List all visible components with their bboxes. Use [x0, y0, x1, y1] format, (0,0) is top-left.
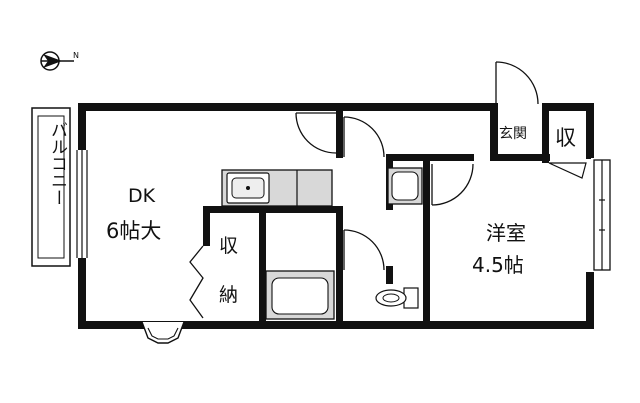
kitchen-sink-icon [226, 172, 270, 204]
dk-name-label: DK [128, 185, 156, 207]
balcony-window [76, 150, 88, 258]
balcony-label: バルコニー [47, 121, 67, 206]
dk-storage-label-1: 収 [219, 235, 238, 257]
north-arrow-icon: N [40, 51, 79, 71]
western-room-name-label: 洋室 [486, 221, 526, 245]
entrance-label: 玄関 [499, 125, 527, 142]
kitchen-counter [221, 169, 333, 207]
north-label: N [73, 51, 79, 60]
balcony: バルコニー [31, 107, 71, 267]
dk-size-label: 6帖大 [106, 219, 161, 243]
toilet-icon [375, 287, 419, 309]
entrance-closet-door [548, 162, 587, 179]
washbasin-icon [387, 167, 423, 205]
entrance-door [495, 61, 539, 105]
dk-door [295, 112, 337, 154]
bathtub-icon [265, 270, 335, 320]
western-room-door [431, 163, 474, 206]
bay-window-icon [141, 321, 185, 344]
western-room-size-label: 4.5帖 [472, 253, 524, 277]
entrance-storage-label: 収 [555, 126, 576, 150]
dk-closet-door [189, 245, 204, 319]
bathroom-door [343, 229, 385, 271]
dk-storage-label-2: 納 [219, 284, 238, 306]
western-room-window [591, 158, 611, 272]
washroom-door [343, 116, 385, 158]
